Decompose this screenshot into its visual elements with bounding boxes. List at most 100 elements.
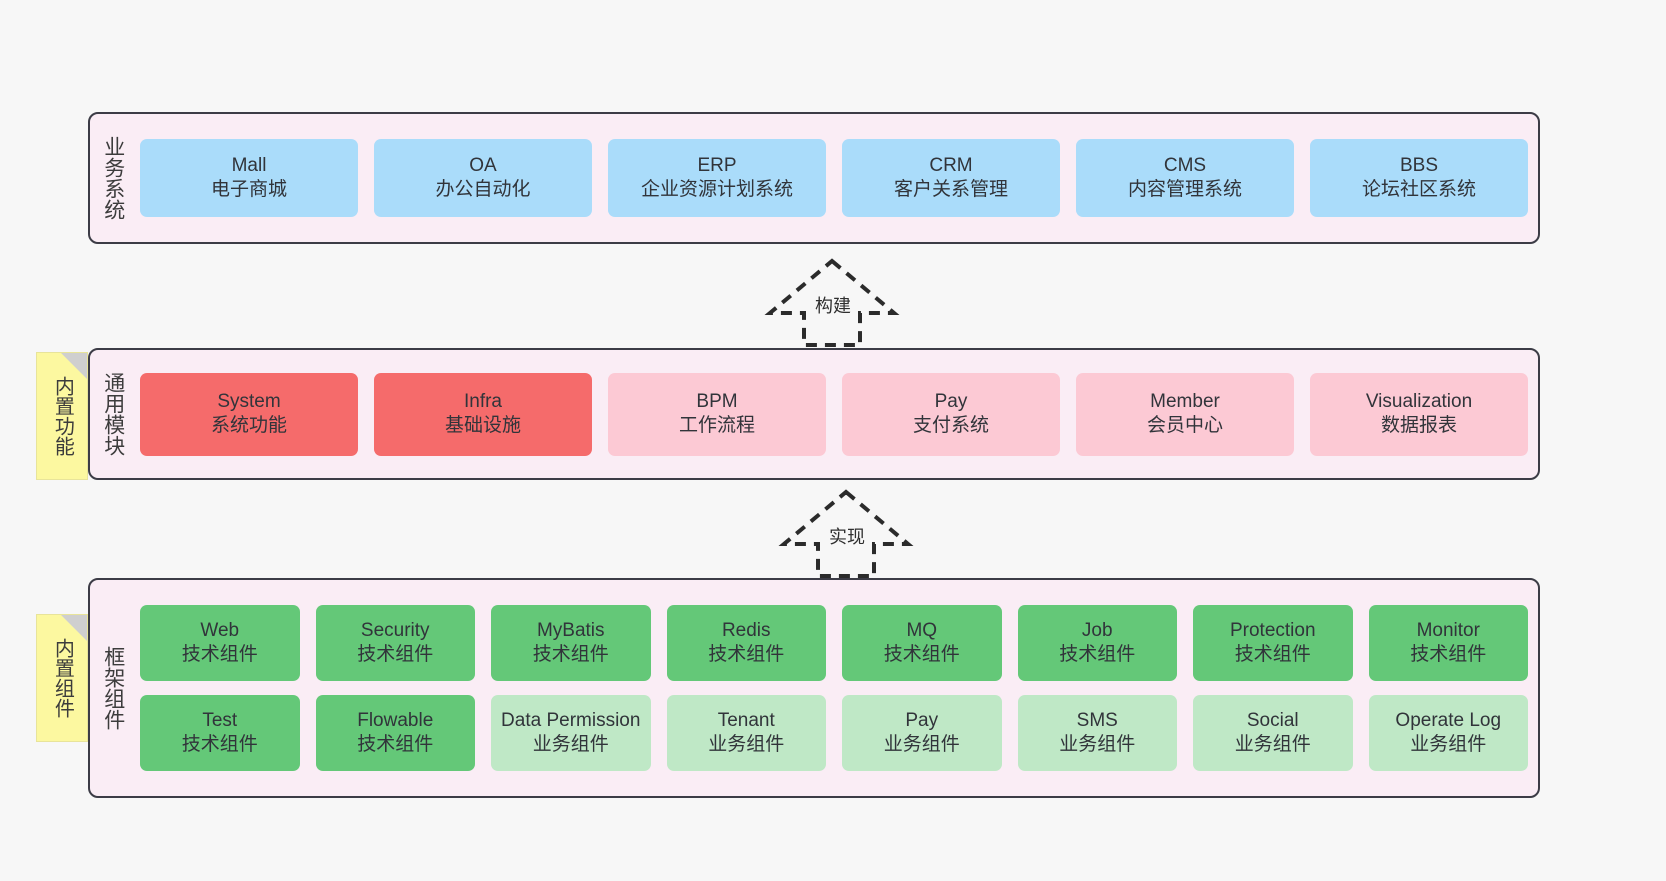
node-subtitle: 客户关系管理 [893,179,1008,200]
node-subtitle: 技术组件 [883,644,960,665]
layer-title-framework-components: 框架组件 [101,646,125,730]
node-title: Job [1081,620,1113,642]
connector-implement-arrow [766,486,926,581]
node-title: Social [1246,710,1299,732]
node-subtitle: 数据报表 [1380,415,1457,436]
connector-build-arrow [752,255,912,350]
node-title: Flowable [357,710,434,732]
node-title: MyBatis [536,620,605,642]
node-subtitle: 业务组件 [532,734,609,755]
node-title: Data Permission [501,710,641,732]
node-subtitle: 技术组件 [1234,644,1311,665]
node-subtitle: 技术组件 [357,734,434,755]
node-title: Redis [721,620,771,642]
node-title: Pay [905,710,939,732]
node-title: BPM [696,391,738,413]
node-subtitle: 业务组件 [1059,734,1136,755]
node-title: OA [469,155,497,177]
node-subtitle: 业务组件 [1234,734,1311,755]
node-title: CMS [1163,155,1207,177]
node-subtitle: 技术组件 [1059,644,1136,665]
node-title: Pay [934,391,968,413]
node-subtitle: 企业资源计划系统 [640,179,793,200]
connector-label-implement-arrow: 实现 [826,523,868,549]
node-title: Member [1150,391,1220,413]
node-title: Test [202,710,238,732]
node-title: Monitor [1416,620,1480,642]
note-text: 内置功能 [51,376,74,456]
note-fold-corner [61,353,87,379]
node-subtitle: 业务组件 [1410,734,1487,755]
node-subtitle: 电子商城 [210,179,287,200]
node-subtitle: 论坛社区系统 [1361,179,1476,200]
layer-title-business-systems: 业务系统 [101,136,125,220]
node-title: CRM [929,155,973,177]
node-title: Mall [231,155,267,177]
node-title: MQ [906,620,938,642]
node-subtitle: 会员中心 [1146,415,1223,436]
node-subtitle: 技术组件 [1410,644,1487,665]
node-subtitle: 办公自动化 [435,179,531,200]
note-fold-corner [61,615,87,641]
node-subtitle: 技术组件 [181,734,258,755]
connector-label-build-arrow: 构建 [812,292,854,318]
node-title: Security [360,620,430,642]
node-subtitle: 技术组件 [181,644,258,665]
node-title: Web [200,620,240,642]
node-title: Infra [463,391,503,413]
arrow-shape [764,258,900,347]
node-subtitle: 业务组件 [708,734,785,755]
node-title: Protection [1229,620,1316,642]
node-subtitle: 技术组件 [357,644,434,665]
node-title: SMS [1076,710,1118,732]
node-subtitle: 业务组件 [883,734,960,755]
node-title: Tenant [717,710,775,732]
node-subtitle: 技术组件 [532,644,609,665]
node-title: ERP [697,155,737,177]
node-subtitle: 内容管理系统 [1127,179,1242,200]
node-subtitle: 工作流程 [678,415,755,436]
arrow-outline [764,258,900,347]
node-title: Visualization [1365,391,1473,413]
node-subtitle: 技术组件 [708,644,785,665]
note-builtin-features: 内置功能 [36,352,88,480]
